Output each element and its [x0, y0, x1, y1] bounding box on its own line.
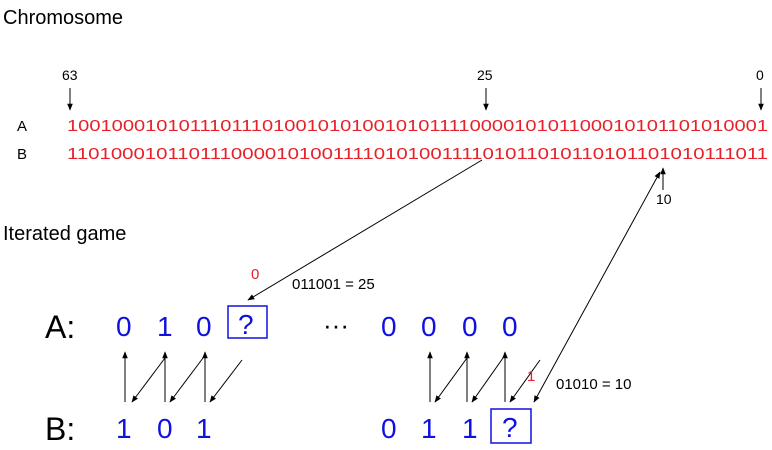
- b-unknown-box: [490, 408, 532, 444]
- a-move: 0: [116, 311, 132, 342]
- a-unknown-box: [227, 305, 268, 339]
- b-move: 0: [381, 413, 397, 444]
- lookup-arrow-b: [533, 171, 661, 403]
- ellipsis: ···: [323, 310, 349, 340]
- a-formula: 011001 = 25: [292, 276, 375, 293]
- position-63-label: 63: [62, 67, 78, 83]
- chromosome-b-bits: 1101000101101110000101001111010100111101…: [67, 146, 768, 163]
- a-move: 0: [502, 311, 518, 342]
- a-move: 0: [381, 311, 397, 342]
- b-move: 0: [157, 413, 173, 444]
- a-move: 0: [421, 311, 437, 342]
- b-move: 1: [116, 413, 132, 444]
- player-a-label: A:: [45, 309, 75, 345]
- position-10-label: 10: [656, 191, 672, 207]
- a-move: 0: [196, 311, 212, 342]
- b-move: 1: [421, 413, 437, 444]
- chromosome-a-bits: 1001000101011101110100101010010101111000…: [67, 118, 768, 135]
- b-move: 1: [462, 413, 478, 444]
- b-unknown-move: ?: [502, 412, 518, 443]
- player-b-label: B:: [45, 411, 75, 447]
- a-result-bit: 0: [251, 266, 259, 283]
- b-move: 1: [196, 413, 212, 444]
- position-25-label: 25: [477, 67, 493, 83]
- history-arrows-left: [122, 351, 243, 403]
- history-arrows-right: [427, 351, 541, 403]
- b-result-bit: 1: [527, 368, 535, 385]
- chromosome-title: Chromosome: [3, 7, 123, 29]
- a-move: 0: [462, 311, 478, 342]
- lookup-arrow-a: [247, 159, 483, 301]
- position-0-label: 0: [756, 67, 764, 83]
- chromosome-a-label: A: [17, 118, 27, 135]
- iterated-game-title: Iterated game: [3, 223, 126, 245]
- b-formula: 01010 = 10: [556, 376, 632, 393]
- chromosome-b-label: B: [17, 146, 27, 163]
- a-unknown-move: ?: [238, 309, 254, 340]
- a-move: 1: [157, 311, 173, 342]
